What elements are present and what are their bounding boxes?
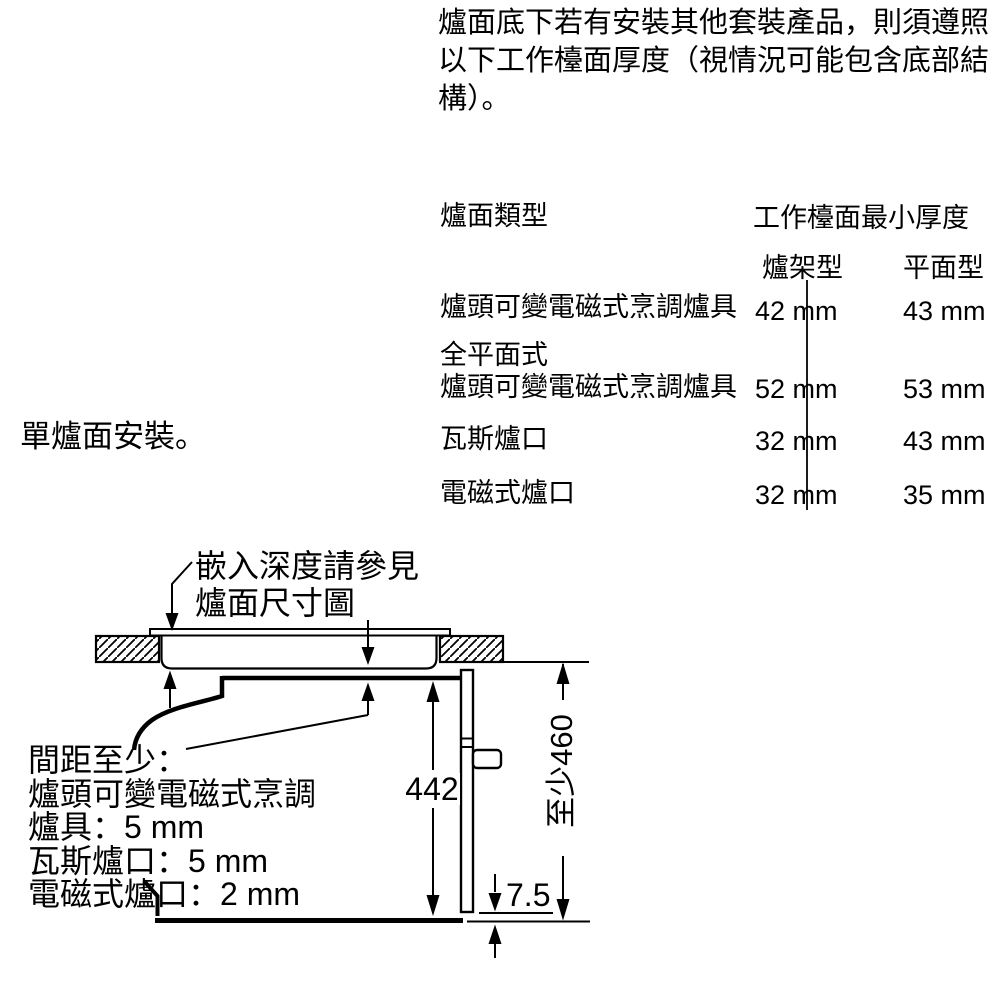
- table-header-type: 爐面類型: [440, 201, 548, 231]
- depth-note-line: 爐面尺寸圖: [195, 585, 356, 621]
- depth-note-label: 嵌入深度請參見 爐面尺寸圖: [195, 548, 419, 622]
- clearance-line: 爐具：5 mm: [28, 809, 205, 845]
- clearance-line: 瓦斯爐口：5 mm: [28, 842, 269, 879]
- hob-cross-section: [149, 628, 451, 670]
- intro-line: 以下工作檯面厚度（視情況可能包含底部結: [438, 45, 990, 77]
- dimension-460-label: 至少460: [544, 714, 579, 828]
- row-rack-value: 52 mm: [755, 374, 838, 404]
- worktop-cross-section: [94, 634, 505, 664]
- row-flat-value: 43 mm: [903, 296, 986, 326]
- intro-paragraph: 爐面底下若有安裝其他套裝產品，則須遵照 以下工作檯面厚度（視情況可能包含底部結 …: [438, 4, 989, 118]
- depth-note-line: 嵌入深度請參見: [195, 548, 420, 584]
- oven-knob: [471, 748, 503, 770]
- clearance-label: 間距至少： 爐頭可變電磁式烹調 爐具：5 mm 瓦斯爐口：5 mm 電磁式爐口：…: [28, 742, 317, 912]
- row-flat-value: 43 mm: [903, 426, 986, 456]
- table-subheader-rack: 爐架型: [762, 253, 843, 283]
- clearance-leader: [163, 670, 375, 750]
- dimension-7-5-label: 7.5: [506, 877, 551, 913]
- intro-line: 爐面底下若有安裝其他套裝產品，則須遵照: [438, 7, 990, 39]
- row-rack-value: 32 mm: [755, 480, 838, 510]
- clearance-line: 間距至少：: [28, 742, 189, 778]
- row-type: 爐頭可變電磁式烹調爐具: [440, 292, 737, 322]
- dimension-442-label: 442: [404, 771, 460, 807]
- oven-rear-rail: [459, 668, 503, 914]
- table-subheader-flat: 平面型: [903, 253, 984, 283]
- table-header-thickness: 工作檯面最小厚度: [753, 203, 969, 233]
- clearance-line: 爐頭可變電磁式烹調: [28, 775, 317, 812]
- clearance-line: 電磁式爐口：2 mm: [28, 876, 301, 912]
- section-label: 單爐面安裝。: [20, 419, 206, 454]
- row-rack-value: 42 mm: [755, 296, 838, 326]
- row-type: 爐頭可變電磁式烹調爐具: [440, 372, 737, 402]
- row-type: 全平面式: [440, 340, 548, 370]
- row-type: 電磁式爐口: [440, 478, 575, 508]
- row-type: 瓦斯爐口: [440, 424, 548, 454]
- row-flat-value: 53 mm: [903, 374, 986, 404]
- thickness-table: 爐面類型 工作檯面最小厚度 爐架型 平面型 爐頭可變電磁式烹調爐具 42 mm …: [440, 195, 1000, 525]
- dimension-7-5: [488, 874, 502, 958]
- row-rack-value: 32 mm: [755, 426, 838, 456]
- row-flat-value: 35 mm: [903, 480, 986, 510]
- intro-line: 構）。: [438, 83, 511, 115]
